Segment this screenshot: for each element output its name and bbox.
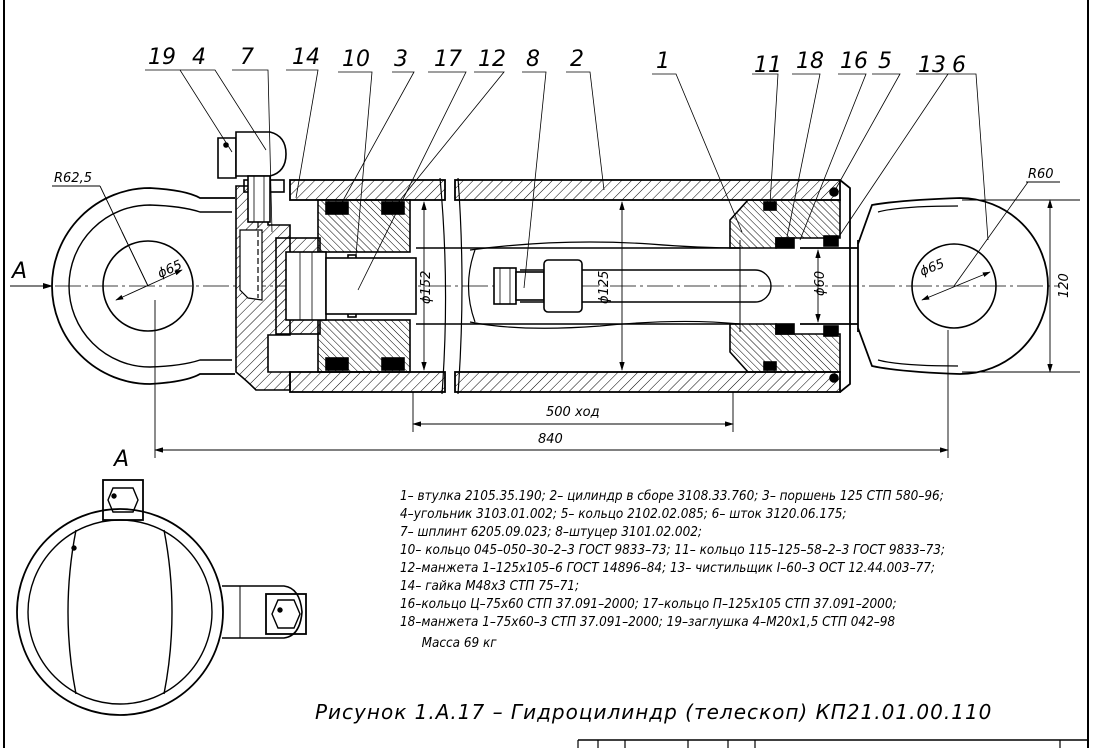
callout-numbers: 19 4 7 14 10 3 17 12 8 2 1 11 18 16 5 13… xyxy=(148,45,966,78)
figure-caption: Рисунок 1.А.17 – Гидроцилиндр (телескоп)… xyxy=(315,700,993,724)
section-label: A xyxy=(112,447,129,472)
inner-rod-nut xyxy=(275,237,417,335)
callout-8: 8 xyxy=(526,47,540,72)
parts-line: 12–манжета 1–125х105–6 ГОСТ 14896–84; 13… xyxy=(400,561,935,576)
parts-line: 14– гайка М48х3 СТП 75–71; xyxy=(400,579,580,594)
dimension-texts: R62,5 R60 ϕ65 ϕ65 ϕ152 ϕ125 ϕ60 120 500 … xyxy=(54,167,1072,447)
gland-sleeve xyxy=(729,187,841,383)
dim-r-right: R60 xyxy=(1028,167,1054,182)
callout-18: 18 xyxy=(796,49,824,74)
callout-14: 14 xyxy=(292,45,320,70)
rod-right-eye xyxy=(800,181,1049,375)
callout-7: 7 xyxy=(240,45,254,70)
parts-line: 10– кольцо 045–050–30–2–3 ГОСТ 9833–73; … xyxy=(400,543,945,558)
view-label: A xyxy=(10,259,27,284)
sheet-frame xyxy=(3,0,1089,748)
dim-length: 840 xyxy=(538,432,563,447)
callout-3: 3 xyxy=(394,47,408,72)
callout-12: 12 xyxy=(478,47,506,72)
callout-5: 5 xyxy=(878,49,892,74)
callout-17: 17 xyxy=(434,47,462,72)
dim-eye-height: 120 xyxy=(1057,273,1072,298)
dim-right-eye: ϕ65 xyxy=(918,256,947,279)
dim-r-left: R62,5 xyxy=(54,171,92,186)
callout-2: 2 xyxy=(570,47,584,72)
callout-leaders xyxy=(145,69,989,291)
union-fitting xyxy=(493,259,583,313)
callout-11: 11 xyxy=(754,53,782,78)
callout-6: 6 xyxy=(952,53,966,78)
dim-rod: ϕ60 xyxy=(813,271,828,296)
parts-line: 18–манжета 1–75х60–3 СТП 37.091–2000; 19… xyxy=(400,615,896,630)
dim-stroke: 500 ход xyxy=(546,405,600,420)
telescopic-rod xyxy=(416,240,772,332)
mass-note: Масса 69 кг xyxy=(421,636,497,651)
parts-list: 1– втулка 2105.35.190; 2– цилиндр в сбор… xyxy=(400,488,976,653)
elbow-fitting xyxy=(217,131,287,298)
callout-4: 4 xyxy=(192,45,206,70)
callout-19: 19 xyxy=(148,45,176,70)
callout-10: 10 xyxy=(342,47,370,72)
callout-1: 1 xyxy=(656,49,670,74)
parts-line: 4–угольник 3103.01.002; 5– кольцо 2102.0… xyxy=(400,507,847,522)
callout-16: 16 xyxy=(840,49,868,74)
left-head xyxy=(235,179,291,391)
dim-left-eye: ϕ65 xyxy=(156,258,185,282)
parts-line: 1– втулка 2105.35.190; 2– цилиндр в сбор… xyxy=(400,489,944,504)
callout-13: 13 xyxy=(918,53,946,78)
section-view xyxy=(16,479,307,716)
dimension-lines xyxy=(52,181,1080,458)
parts-line: 16–кольцо Ц–75х60 СТП 37.091–2000; 17–ко… xyxy=(400,597,897,612)
piston xyxy=(317,199,411,373)
barrel xyxy=(289,177,851,395)
dim-barrel: ϕ152 xyxy=(419,271,434,304)
parts-line: 7– шплинт 6205.09.023; 8–штуцер 3101.02.… xyxy=(400,525,702,540)
dim-bore: ϕ125 xyxy=(597,271,612,304)
